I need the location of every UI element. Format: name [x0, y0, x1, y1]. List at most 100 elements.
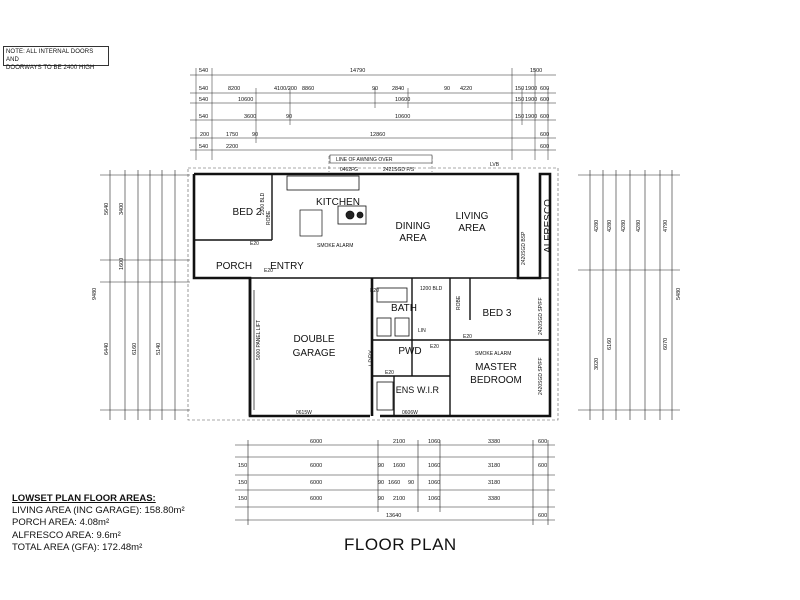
dim-top-2b: 8200	[228, 86, 240, 92]
dim-top-2j: 1900	[525, 86, 537, 92]
bld-label-2: 1200 BLD	[420, 286, 443, 292]
dim-top-4f: 1900	[525, 114, 537, 120]
window-bottom-1: 0615W	[296, 410, 312, 416]
dim-left-e: 6440	[104, 343, 110, 355]
areas-heading: LOWSET PLAN FLOOR AREAS:	[12, 493, 156, 504]
window-bottom-2: 0606W	[402, 410, 418, 416]
dim-top-2k: 600	[540, 86, 549, 92]
panel-lift-label: 5000 PANEL LIFT	[256, 320, 262, 360]
dim-left-d: 1600	[119, 258, 125, 270]
dim-bot-4c: 90	[378, 496, 384, 502]
internal-doors-note: NOTE: ALL INTERNAL DOORS AND DOORWAYS TO…	[3, 46, 109, 71]
dim-top-4c: 90	[286, 114, 292, 120]
internal-walls	[194, 174, 550, 416]
room-alfresco: ALFRESCO	[543, 199, 554, 253]
dim-top-1b: 14790	[350, 68, 365, 74]
room-garage-line1: DOUBLE	[293, 334, 334, 345]
e20-label-c: E20	[370, 288, 379, 294]
dim-bot-2e: 1060	[428, 463, 440, 469]
dim-bot-2d: 1600	[393, 463, 405, 469]
room-pwd: PWD	[398, 346, 421, 357]
room-porch: PORCH	[216, 261, 252, 272]
dim-bot-2g: 600	[538, 463, 547, 469]
dim-bot-4b: 6000	[310, 496, 322, 502]
dim-bot-3c: 90	[378, 480, 384, 486]
dim-left-c: 9480	[92, 288, 98, 300]
dim-top-5a: 200	[200, 132, 209, 138]
room-bath: BATH	[391, 303, 417, 314]
bottom-dimension-lines	[235, 440, 555, 525]
dim-bot-4f: 3380	[488, 496, 500, 502]
dim-top-5b: 1750	[226, 132, 238, 138]
room-garage-line2: GARAGE	[293, 348, 336, 359]
dim-bot-2c: 90	[378, 463, 384, 469]
dim-bot-3e: 90	[408, 480, 414, 486]
room-master-line1: MASTER	[475, 362, 517, 373]
dim-top-1c: 1500	[530, 68, 542, 74]
dim-bot-5b: 600	[538, 513, 547, 519]
dim-top-5e: 600	[540, 132, 549, 138]
dim-bot-1e: 600	[538, 439, 547, 445]
room-kitchen: KITCHEN	[316, 197, 360, 208]
note-line-2: DOORWAYS TO BE 2400 HIGH	[6, 65, 95, 71]
dim-top-5d: 12860	[370, 132, 385, 138]
dim-bot-3a: 150	[238, 480, 247, 486]
e20-label-d: E20	[463, 334, 472, 340]
dim-top-3b: 10600	[238, 97, 253, 103]
robe-label-2: ROBE	[456, 295, 462, 310]
dim-bot-4e: 1060	[428, 496, 440, 502]
dim-top-2d: 8860	[302, 86, 314, 92]
e20-label-f: E20	[385, 370, 394, 376]
room-bed2: BED 2	[233, 207, 262, 218]
dim-left-g: 5140	[156, 343, 162, 355]
room-ldry: LDRY	[369, 350, 375, 366]
note-line-1: NOTE: ALL INTERNAL DOORS AND	[6, 49, 94, 63]
dim-left-f: 6160	[132, 343, 138, 355]
robe-label-1: ROBE	[266, 210, 272, 225]
dim-top-2e: 90	[372, 86, 378, 92]
dim-bot-3g: 3180	[488, 480, 500, 486]
dim-right-f: 6160	[607, 338, 613, 350]
room-bed3: BED 3	[483, 308, 512, 319]
room-living-line1: LIVING	[456, 211, 489, 222]
lvb-label: LVB	[490, 162, 500, 168]
dim-bot-4d: 2100	[393, 496, 405, 502]
garage-details	[253, 209, 323, 410]
dim-top-6a: 540	[199, 144, 208, 150]
dim-bot-2a: 150	[238, 463, 247, 469]
dim-top-6b: 2200	[226, 144, 238, 150]
bld-label-1: 2300 BLD	[260, 192, 266, 215]
dim-top-2c: 4100/200	[274, 86, 297, 92]
dim-top-3e: 1900	[525, 97, 537, 103]
left-dimension-lines	[100, 170, 190, 420]
e20-label-b: E20	[264, 268, 273, 274]
floor-areas-schedule: LOWSET PLAN FLOOR AREAS: LIVING AREA (IN…	[12, 493, 185, 554]
dim-top-5c: 90	[252, 132, 258, 138]
dim-right-e: 4790	[663, 220, 669, 232]
dim-top-6c: 600	[540, 144, 549, 150]
right-dimension-lines	[578, 170, 680, 420]
linen-label: LIN	[418, 328, 426, 334]
dim-bot-2f: 3180	[488, 463, 500, 469]
dim-left-a: 5640	[104, 203, 110, 215]
dim-bot-1a: 6000	[310, 439, 322, 445]
room-ens: ENS	[396, 385, 415, 395]
dim-bot-1d: 3380	[488, 439, 500, 445]
room-dining-line2: AREA	[399, 233, 427, 244]
dim-top-4e: 150	[515, 114, 524, 120]
top-dimension-lines	[190, 68, 556, 160]
window-top-1: 0462FG	[340, 167, 358, 173]
dim-bot-1c: 1060	[428, 439, 440, 445]
dim-bot-3b: 6000	[310, 480, 322, 486]
room-living-line2: AREA	[458, 223, 486, 234]
dim-top-4d: 10600	[395, 114, 410, 120]
room-dining-line1: DINING	[396, 221, 431, 232]
dim-right-b: 4280	[607, 220, 613, 232]
alfresco-area: ALFRESCO AREA: 9.6m²	[12, 529, 121, 541]
dim-right-i: 3020	[594, 358, 600, 370]
total-area: TOTAL AREA (GFA): 172.48m²	[12, 541, 143, 553]
dim-top-4b: 3600	[244, 114, 256, 120]
dim-top-2a: 540	[199, 86, 208, 92]
dim-bot-5a: 13640	[386, 513, 401, 519]
